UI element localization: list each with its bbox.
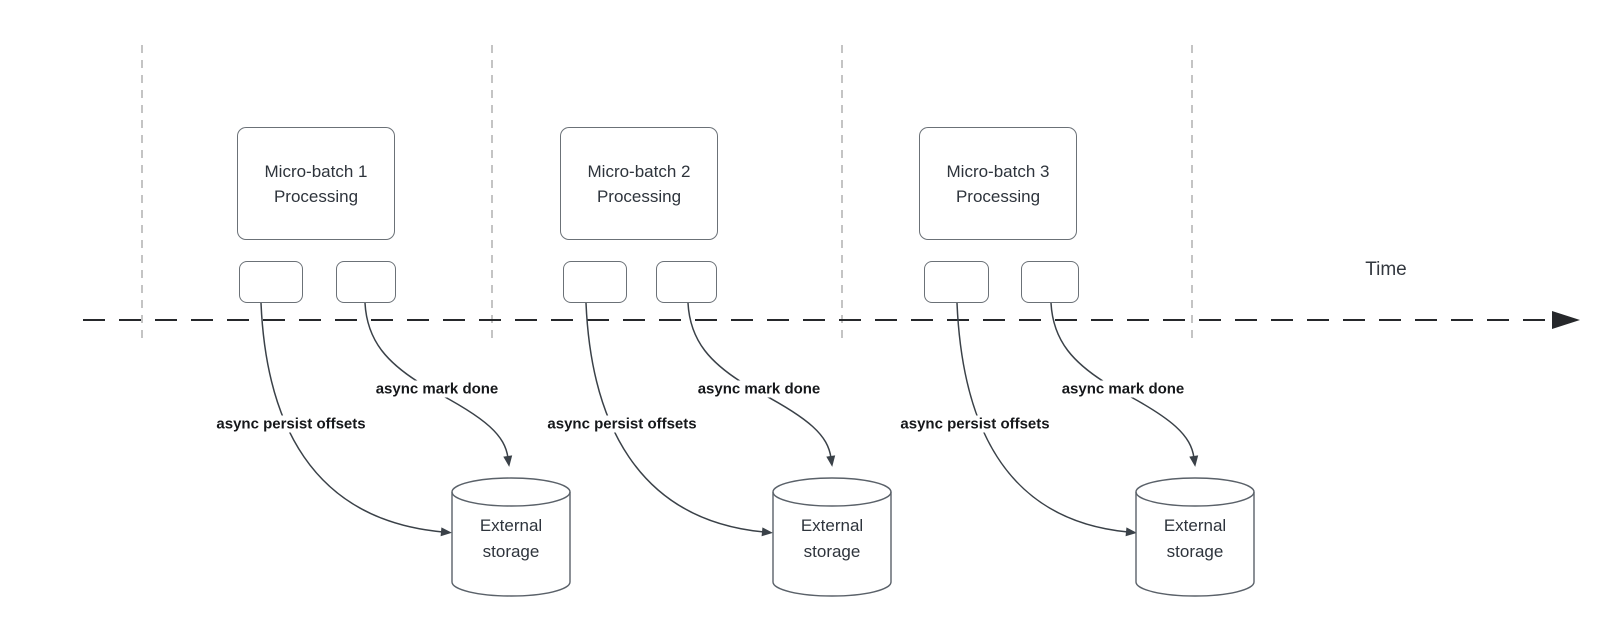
time-axis-label: Time	[1365, 259, 1407, 280]
mark-done-source-box-1	[336, 261, 396, 303]
persist-offsets-label: async persist offsets	[897, 415, 1053, 433]
persist-offsets-arrow-2	[585, 302, 773, 537]
process-box-3: Micro-batch 3 Processing	[919, 127, 1077, 240]
mark-done-label: async mark done	[1058, 380, 1188, 398]
persist-source-box-3	[924, 261, 989, 303]
mark-done-source-box-2	[656, 261, 717, 303]
time-axis-arrowhead-icon	[1552, 311, 1580, 329]
mark-done-label: async mark done	[372, 380, 502, 398]
process-box-1: Micro-batch 1 Processing	[237, 127, 395, 240]
process-box-2: Micro-batch 2 Processing	[560, 127, 718, 240]
external-storage-label: External storage	[479, 516, 543, 561]
external-storage-cylinder-3	[1135, 477, 1255, 597]
external-storage-cylinder-1	[451, 477, 571, 597]
process-box-label: Micro-batch 2 Processing	[587, 161, 691, 206]
mark-done-source-box-3	[1021, 261, 1079, 303]
external-storage-label: External storage	[1163, 516, 1227, 561]
persist-source-box-2	[563, 261, 627, 303]
persist-offsets-arrow-1	[260, 302, 452, 537]
process-box-label: Micro-batch 3 Processing	[946, 161, 1050, 206]
persist-source-box-1	[239, 261, 303, 303]
mark-done-label: async mark done	[694, 380, 824, 398]
persist-offsets-label: async persist offsets	[544, 415, 700, 433]
persist-offsets-arrow-3	[956, 302, 1137, 537]
external-storage-label: External storage	[800, 516, 864, 561]
persist-offsets-label: async persist offsets	[213, 415, 369, 433]
process-box-label: Micro-batch 1 Processing	[264, 161, 368, 206]
external-storage-cylinder-2	[772, 477, 892, 597]
